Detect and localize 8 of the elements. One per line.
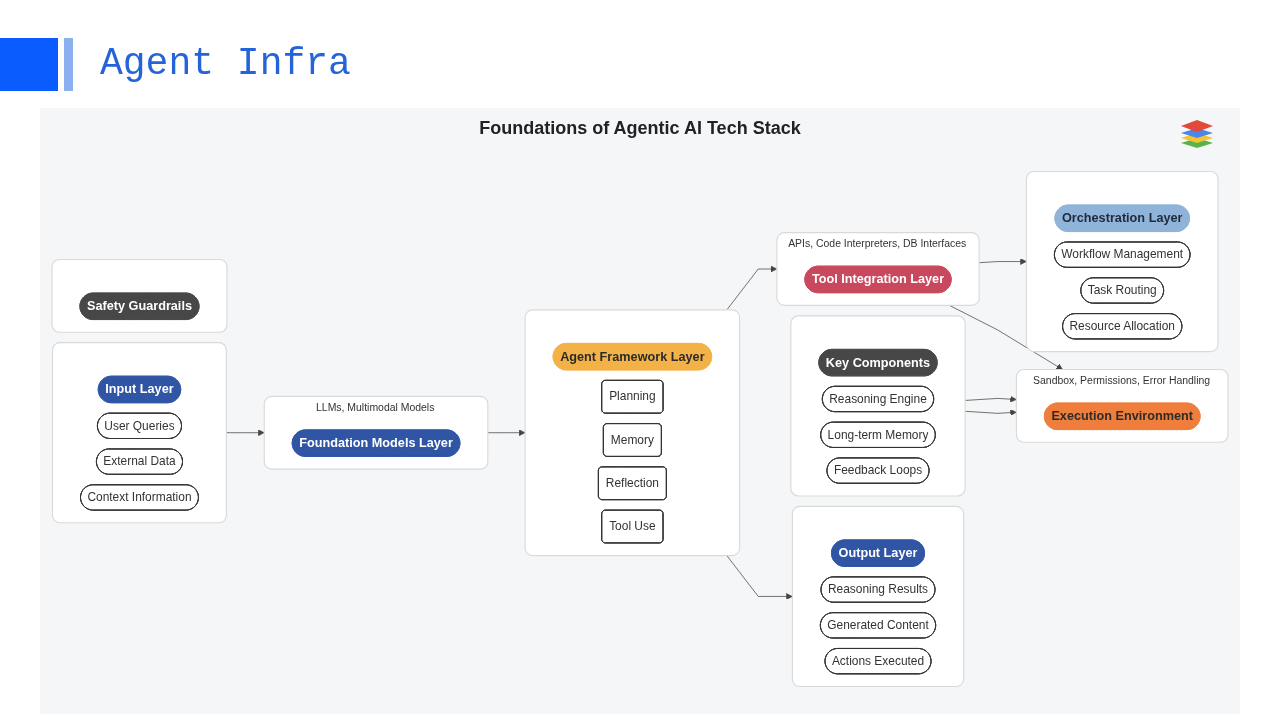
page-title: Agent Infra — [100, 41, 351, 87]
cluster — [1025, 170, 1219, 353]
cluster — [790, 315, 966, 497]
cluster — [51, 258, 228, 333]
cluster — [791, 505, 965, 688]
cluster — [524, 309, 741, 557]
cluster — [52, 342, 227, 524]
heading-text: Foundations of Agentic AI Tech Stack — [479, 118, 801, 139]
